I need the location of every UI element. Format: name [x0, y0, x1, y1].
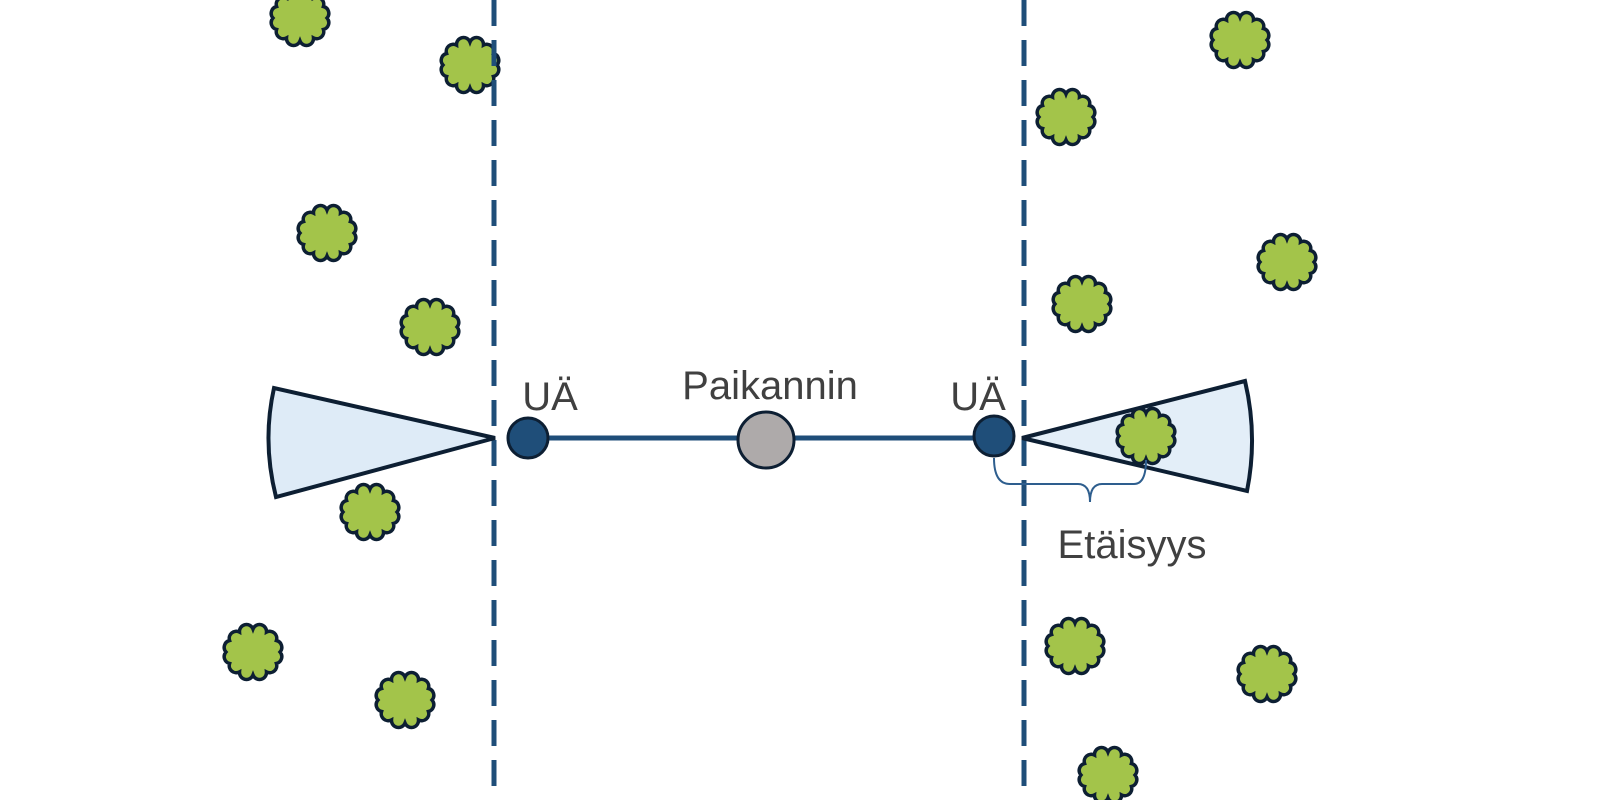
bush-icon — [296, 203, 358, 263]
bush-icon — [374, 670, 436, 730]
ue-label-right: UÄ — [950, 375, 1006, 419]
ue-node-left — [506, 416, 550, 460]
locator-node — [736, 410, 796, 470]
bush-icon — [1035, 87, 1097, 147]
distance-label: Etäisyys — [1058, 523, 1207, 567]
bush-icon — [1236, 644, 1298, 704]
bush-icon — [1044, 616, 1106, 676]
bush-icon — [1077, 745, 1139, 800]
bush-icon — [339, 482, 401, 542]
bush-icon — [1256, 232, 1318, 292]
distance-brace — [993, 457, 1147, 503]
bush-icon — [1115, 406, 1177, 466]
bush-icon — [1051, 274, 1113, 334]
bushes-in-cone — [1115, 406, 1177, 466]
bush-icon — [1209, 10, 1271, 70]
bush-icon — [399, 297, 461, 357]
bush-icon — [439, 35, 501, 95]
bush-icon — [222, 622, 284, 682]
bushes-layer — [222, 0, 1318, 800]
sensor-cone-left — [266, 385, 496, 500]
ue-label-left: UÄ — [522, 375, 578, 419]
ue-node-right — [972, 414, 1016, 458]
locator-label: Paikannin — [682, 364, 858, 408]
bush-icon — [269, 0, 331, 48]
